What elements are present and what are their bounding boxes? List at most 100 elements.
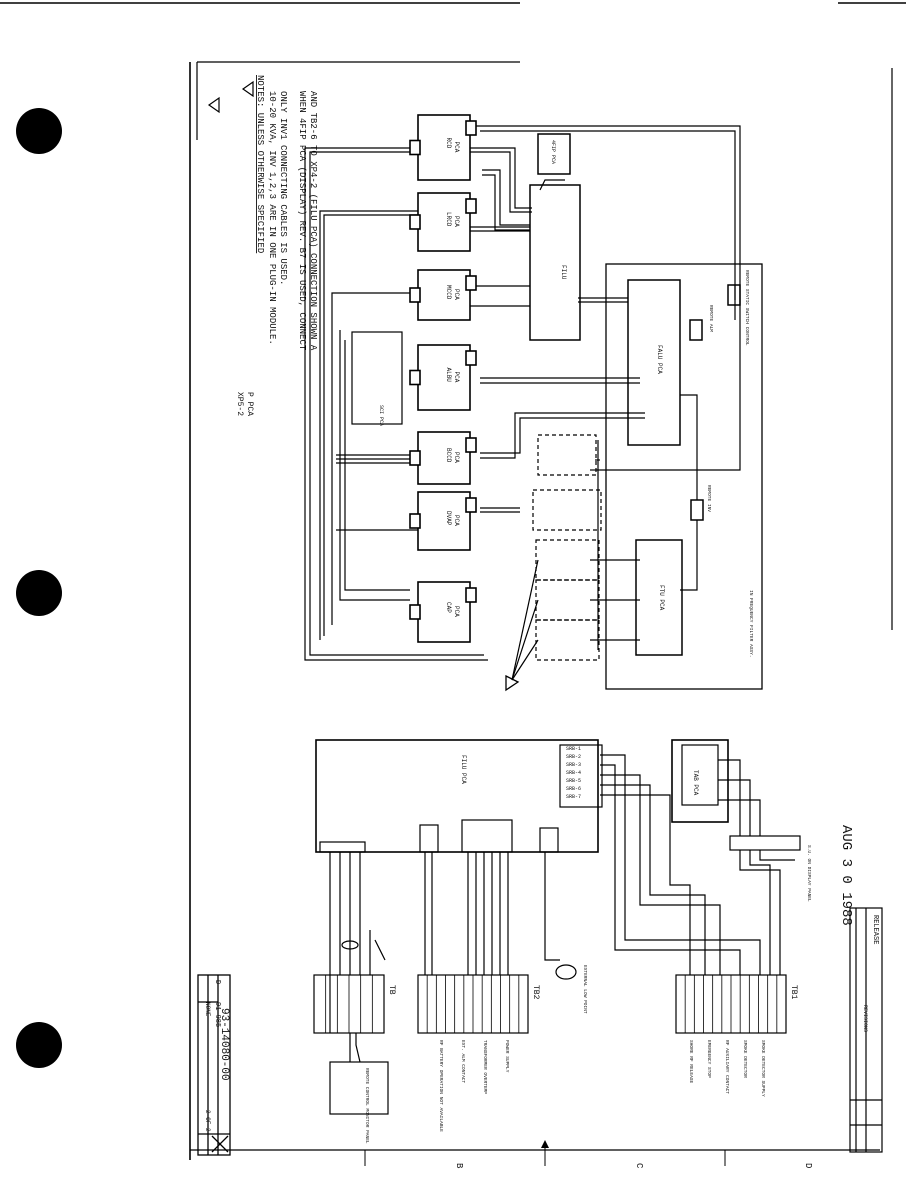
tb2-label: TB2 xyxy=(531,985,540,1000)
filu-block xyxy=(529,184,581,341)
dip-pca-block xyxy=(537,133,571,175)
pca-mccd-box xyxy=(417,269,471,321)
pca-mccd-sub: PCA xyxy=(453,289,460,300)
dashed-box-2 xyxy=(532,489,602,531)
pca-dvap-sub: PCA xyxy=(453,515,460,526)
note1-line1: 10-20 KVA, INV 1,2,3 ARE IN ONE PLUG-IN … xyxy=(267,91,277,345)
tb3-label: TB xyxy=(387,985,396,995)
pca-rcd-sub: PCA xyxy=(453,142,460,153)
pca-bccd-box xyxy=(417,431,471,485)
remote-alm-label: REMOTE ALM xyxy=(708,305,714,332)
filu-pca-lower-label: FILU PCA xyxy=(460,755,467,784)
pca-lrcd-box xyxy=(417,192,471,252)
sub-pca-label: SCI PCA xyxy=(378,405,384,426)
pca-connector-left xyxy=(409,139,421,156)
pca-connector-left xyxy=(409,450,421,466)
tb2-note: RF BATTERY OPERATION NOT AVAILABLE xyxy=(438,1040,444,1132)
xp-sub-label: P PCA xyxy=(245,392,254,416)
pca-connector-right xyxy=(465,497,477,513)
falu-block xyxy=(627,279,681,446)
pca-bccd-label: BCCD xyxy=(445,448,452,463)
release-text: RELEASE xyxy=(871,915,879,944)
filu-conn-2 xyxy=(419,824,439,853)
note1-triangle-icon xyxy=(241,80,254,98)
srb-label: SRB-7 xyxy=(566,794,581,800)
srb-label: SRB-5 xyxy=(566,778,581,784)
zone-c: C xyxy=(634,1163,644,1169)
pca-connector-right xyxy=(465,275,477,291)
display-panel-label: S.U. ON DISPLAY PANEL xyxy=(806,845,812,902)
tab-connector xyxy=(681,744,719,806)
pca-cap-sub: PCA xyxy=(453,606,460,617)
drawing-size: D xyxy=(213,980,221,984)
srb-label: SRB-1 xyxy=(566,746,581,752)
pca-rcd-label: RCD xyxy=(445,138,452,149)
pca-connector-left xyxy=(409,604,421,620)
punch-hole-bottom xyxy=(16,1022,62,1068)
note2-line1: WHEN 4FIP PCA (DISPLAY) REV. B7 IS USED,… xyxy=(297,91,307,351)
pca-connector-left xyxy=(409,513,421,529)
dashed-box-4 xyxy=(535,579,600,621)
punch-hole-top xyxy=(16,108,62,154)
pca-albu-box xyxy=(417,344,471,411)
tab-pca-label: TAB PCA xyxy=(692,770,699,796)
drawing-number: 93-14080-00 xyxy=(218,1008,230,1081)
filter-assy-label: IN FREQUENCY FILTER ASSY. xyxy=(748,590,754,658)
revisions-title: REVISIONS xyxy=(862,1005,868,1032)
reference-triangle-icon xyxy=(505,674,520,692)
pca-albu-sub: PCA xyxy=(453,372,460,383)
pca-mccd-label: MCCD xyxy=(445,285,452,300)
pca-lrcd-sub: PCA xyxy=(453,216,460,227)
tb2-note: TRANSFORMER OVERTEMP xyxy=(482,1040,488,1094)
note2-triangle-icon xyxy=(207,96,220,114)
srb-label: SRB-3 xyxy=(566,762,581,768)
filu-conn-3 xyxy=(461,819,513,853)
zone-d: D xyxy=(803,1163,813,1168)
remote-static-label: REMOTE STATIC SWITCH CONTROL xyxy=(744,270,750,346)
zone-b: B xyxy=(454,1163,464,1169)
remote-inv-label: REMOTE INV xyxy=(706,485,712,512)
tb1-label: TB1 xyxy=(789,985,798,1000)
remote-panel-block xyxy=(329,1061,389,1115)
filu-conn-4 xyxy=(539,827,559,853)
filter-assembly-frame xyxy=(605,263,763,690)
tb1-note: SMOKE DETECTOR SUPPLY xyxy=(760,1040,766,1097)
tb2-note: POWER SUPPLY xyxy=(504,1040,510,1073)
pca-connector-left xyxy=(409,287,421,303)
srb-label: SRB-2 xyxy=(566,754,581,760)
srb-label: SRB-4 xyxy=(566,770,581,776)
falu-label: FALU PCA xyxy=(656,345,663,374)
sheet-number: 2 OF 2 xyxy=(204,1110,211,1132)
external-label: EXTERNAL LOW POINT xyxy=(582,965,588,1014)
xp-label: XP5-2 xyxy=(235,392,244,416)
punch-hole-middle xyxy=(16,570,62,616)
tb1-note: EMERGENCY STOP xyxy=(706,1040,712,1078)
dashed-box-1 xyxy=(537,434,597,476)
pca-lrcd-label: LRCD xyxy=(445,212,452,227)
pca-connector-right xyxy=(465,437,477,453)
tb2-note: EXT. ALM CONTACT xyxy=(460,1040,466,1084)
dip-label: 4FIP PCA xyxy=(550,140,556,164)
title-block xyxy=(197,974,231,1156)
dashed-box-3 xyxy=(535,539,600,581)
sci-frame xyxy=(351,331,403,425)
pca-dvap-box xyxy=(417,491,471,551)
pca-cap-label: CAP xyxy=(445,602,452,613)
notes-heading: NOTES: UNLESS OTHERWISE SPECIFIED xyxy=(255,75,265,253)
drawing-code: 91 985 xyxy=(213,1002,221,1027)
note1-line2: ONLY INV1 CONNECTING CABLES IS USED. xyxy=(278,91,288,285)
filu-pca-lower-block xyxy=(315,739,599,853)
remote-inv-box xyxy=(690,499,704,521)
pca-cap-box xyxy=(417,581,471,643)
tab-pca-block xyxy=(671,739,729,823)
note2-line2: AND TB2-6 TO XP4-2 (FILU PCA) CONNECTION… xyxy=(308,91,318,351)
srb-connector xyxy=(559,744,603,808)
pca-connector-left xyxy=(409,369,421,386)
filu-label: FILU xyxy=(560,265,567,280)
pca-connector-right xyxy=(465,350,477,366)
remote-static-box xyxy=(727,284,741,306)
filu-conn-1 xyxy=(319,841,366,853)
pca-connector-right xyxy=(465,198,477,214)
